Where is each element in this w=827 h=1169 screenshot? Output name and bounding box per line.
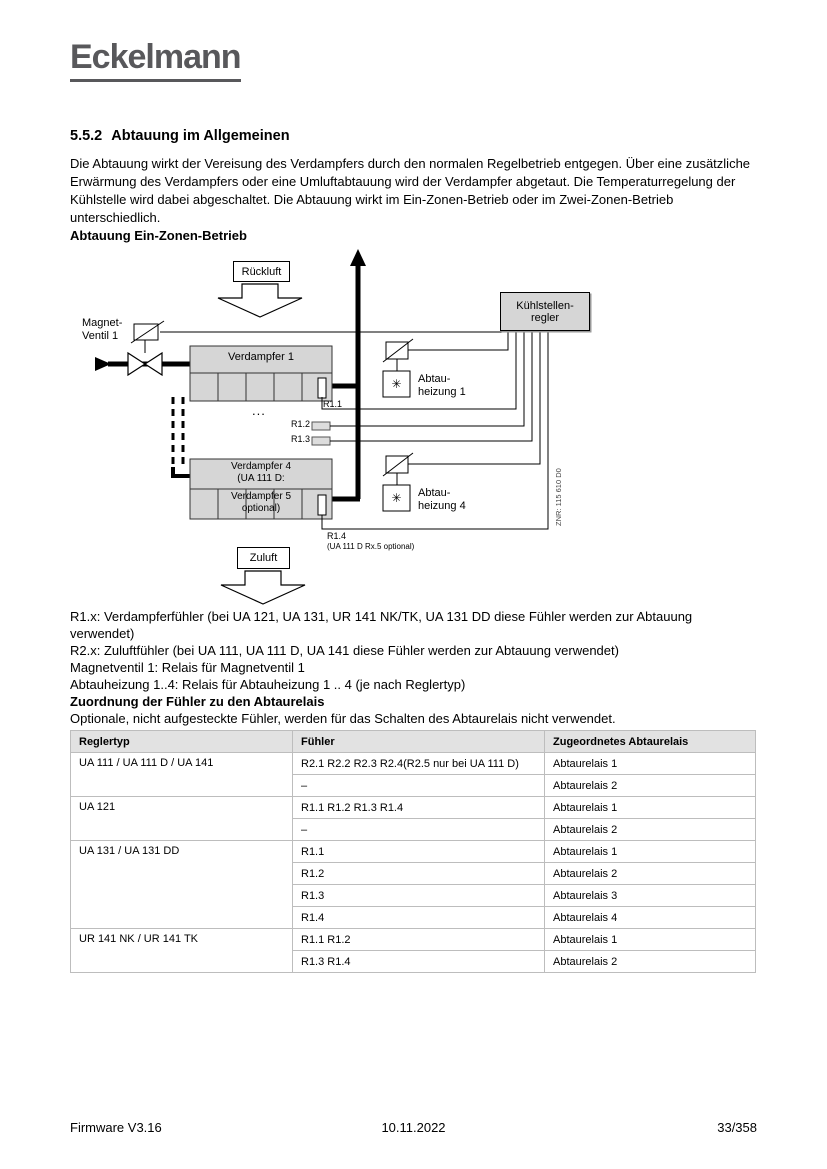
legend-line-r2x: R2.x: Zuluftfühler (bei UA 111, UA 111 D… (70, 643, 619, 658)
diagram-graphics (95, 249, 549, 605)
one-zone-defrost-diagram: Rückluft Zuluft Kühlstellen- regler Magn… (70, 247, 622, 607)
legend-block: R1.x: Verdampferfühler (bei UA 121, UA 1… (70, 608, 755, 727)
assignment-note: Optionale, nicht aufgesteckte Fühler, we… (70, 711, 616, 726)
reglertyp-cell: UA 121 (70, 796, 293, 841)
znr-vertical-label: ZNR: 115 610 D0 (554, 468, 563, 526)
diagram-subtitle: Abtauung Ein-Zonen-Betrieb (70, 228, 247, 243)
assignment-heading: Zuordnung der Fühler zu den Abtaurelais (70, 694, 325, 709)
table-header-row: Reglertyp Fühler Zugeordnetes Abtaurelai… (70, 730, 756, 753)
legend-line-r1x: R1.x: Verdampferfühler (bei UA 121, UA 1… (70, 609, 693, 641)
fuehler-abtaurelais-table: Reglertyp Fühler Zugeordnetes Abtaurelai… (70, 730, 756, 973)
legend-line-abtauheizung: Abtauheizung 1..4: Relais für Abtauheizu… (70, 677, 466, 692)
relay1-icon (385, 341, 409, 360)
section-title: Abtauung im Allgemeinen (111, 128, 290, 144)
footer-firmware: Firmware V3.16 (70, 1120, 162, 1135)
abtauheizung4-label: Abtau- heizung 4 (418, 487, 466, 512)
table-row: R1.3 R1.4 Abtaurelais 2 (71, 950, 756, 973)
kuehlstellenregler-label-line2: regler (530, 311, 560, 324)
col-header-reglertyp: Reglertyp (70, 730, 293, 753)
fuehler-cell: R1.2 (292, 862, 545, 885)
eckelmann-logo: Eckelmann (70, 38, 242, 82)
r11-label: R1.1 (323, 399, 343, 409)
magnet-relay-icon (133, 323, 159, 341)
table-row: UA 111 / UA 111 D / UA 141 R2.1 R2.2 R2.… (70, 752, 756, 797)
fuehler-cell: R1.3 (292, 884, 545, 907)
legend-line-magnetventil: Magnetventil 1: Relais für Magnetventil … (70, 660, 305, 675)
relay4-icon (385, 455, 409, 474)
rueckluft-arrow-down-icon (217, 283, 303, 318)
zuluft-label-box: Zuluft (237, 547, 290, 569)
intro-paragraph: Die Abtauung wirkt der Vereisung des Ver… (70, 156, 751, 225)
relais-cell: Abtaurelais 2 (544, 774, 756, 797)
relais-cell: Abtaurelais 1 (544, 752, 756, 775)
fuehler-cell: R2.1 R2.2 R2.3 R2.4(R2.5 nur bei UA 111 … (292, 752, 545, 775)
sensor-r11-icon (317, 377, 327, 399)
page-footer: Firmware V3.16 10.11.2022 33/358 (70, 1120, 757, 1135)
r12-label: R1.2 (290, 419, 310, 429)
section-heading: 5.5.2 Abtauung im Allgemeinen (70, 128, 755, 144)
verdampfer5-label: Verdampfer 5 optional) (230, 491, 292, 514)
r14-label: R1.4 (327, 531, 347, 541)
sensor-r13-icon (311, 436, 331, 446)
r13-label: R1.3 (290, 434, 310, 444)
kuehlstellenregler-label-line1: Kühlstellen- (516, 299, 574, 312)
defrost-symbol: ✳ (391, 377, 402, 391)
table-row: R1.2 Abtaurelais 2 (71, 862, 756, 885)
relais-cell: Abtaurelais 4 (544, 906, 756, 929)
kuehlstellenregler-box: Kühlstellen- regler (500, 292, 590, 331)
relais-cell: Abtaurelais 3 (544, 884, 756, 907)
relais-cell: Abtaurelais 1 (544, 796, 756, 819)
rueckluft-label: Rückluft (241, 265, 282, 278)
table-row: UR 141 NK / UR 141 TK R1.1 R1.2 Abtaurel… (70, 928, 756, 973)
fuehler-cell: – (292, 818, 545, 841)
abtauheizung1-label: Abtau- heizung 1 (418, 373, 466, 398)
verdampfer4-label: Verdampfer 4 (UA 111 D: (230, 461, 292, 484)
reglertyp-cell: UA 111 / UA 111 D / UA 141 (70, 752, 293, 797)
footer-page-number: 33/358 (717, 1120, 757, 1135)
valve-icon (127, 351, 147, 377)
fuehler-cell: R1.4 (292, 906, 545, 929)
table-row: R1.4 Abtaurelais 4 (71, 906, 756, 929)
col-header-abtaurelais: Zugeordnetes Abtaurelais (544, 730, 756, 753)
zuluft-arrow-down-icon (220, 570, 306, 605)
arrow-up-icon (350, 249, 366, 266)
relais-cell: Abtaurelais 1 (544, 928, 756, 951)
table-row: UA 121 R1.1 R1.2 R1.3 R1.4 Abtaurelais 1 (70, 796, 756, 841)
table-row: – Abtaurelais 2 (71, 774, 756, 797)
relais-cell: Abtaurelais 2 (544, 818, 756, 841)
relais-cell: Abtaurelais 2 (544, 950, 756, 973)
table-row: – Abtaurelais 2 (71, 818, 756, 841)
reglertyp-cell: UA 131 / UA 131 DD (70, 840, 293, 929)
fuehler-cell: R1.3 R1.4 (292, 950, 545, 973)
rueckluft-label-box: Rückluft (233, 261, 290, 282)
table-row: UA 131 / UA 131 DD R1.1 Abtaurelais 1 (70, 840, 756, 929)
section-number: 5.5.2 (70, 128, 103, 144)
fuehler-cell: R1.1 R1.2 (292, 928, 545, 951)
flow-arrow-icon (95, 357, 111, 371)
fuehler-cell: R1.1 R1.2 R1.3 R1.4 (292, 796, 545, 819)
defrost-heater4-icon (382, 484, 411, 512)
continuation-dots: ... (252, 403, 266, 418)
sensor-r12-icon (311, 421, 331, 431)
zuluft-label: Zuluft (249, 552, 278, 564)
fuehler-cell: – (292, 774, 545, 797)
magnetventil-label: Magnet- Ventil 1 (82, 317, 123, 342)
relais-cell: Abtaurelais 2 (544, 862, 756, 885)
relais-cell: Abtaurelais 1 (544, 840, 756, 863)
fuehler-cell: R1.1 (292, 840, 545, 863)
defrost-symbol: ✳ (391, 491, 402, 505)
col-header-fuehler: Fühler (292, 730, 545, 753)
r14-note: (UA 111 D Rx.5 optional) (327, 542, 415, 551)
defrost-heater1-icon (382, 370, 411, 398)
verdampfer1-label: Verdampfer 1 (227, 351, 295, 363)
reglertyp-cell: UR 141 NK / UR 141 TK (70, 928, 293, 973)
footer-date: 10.11.2022 (381, 1120, 446, 1135)
